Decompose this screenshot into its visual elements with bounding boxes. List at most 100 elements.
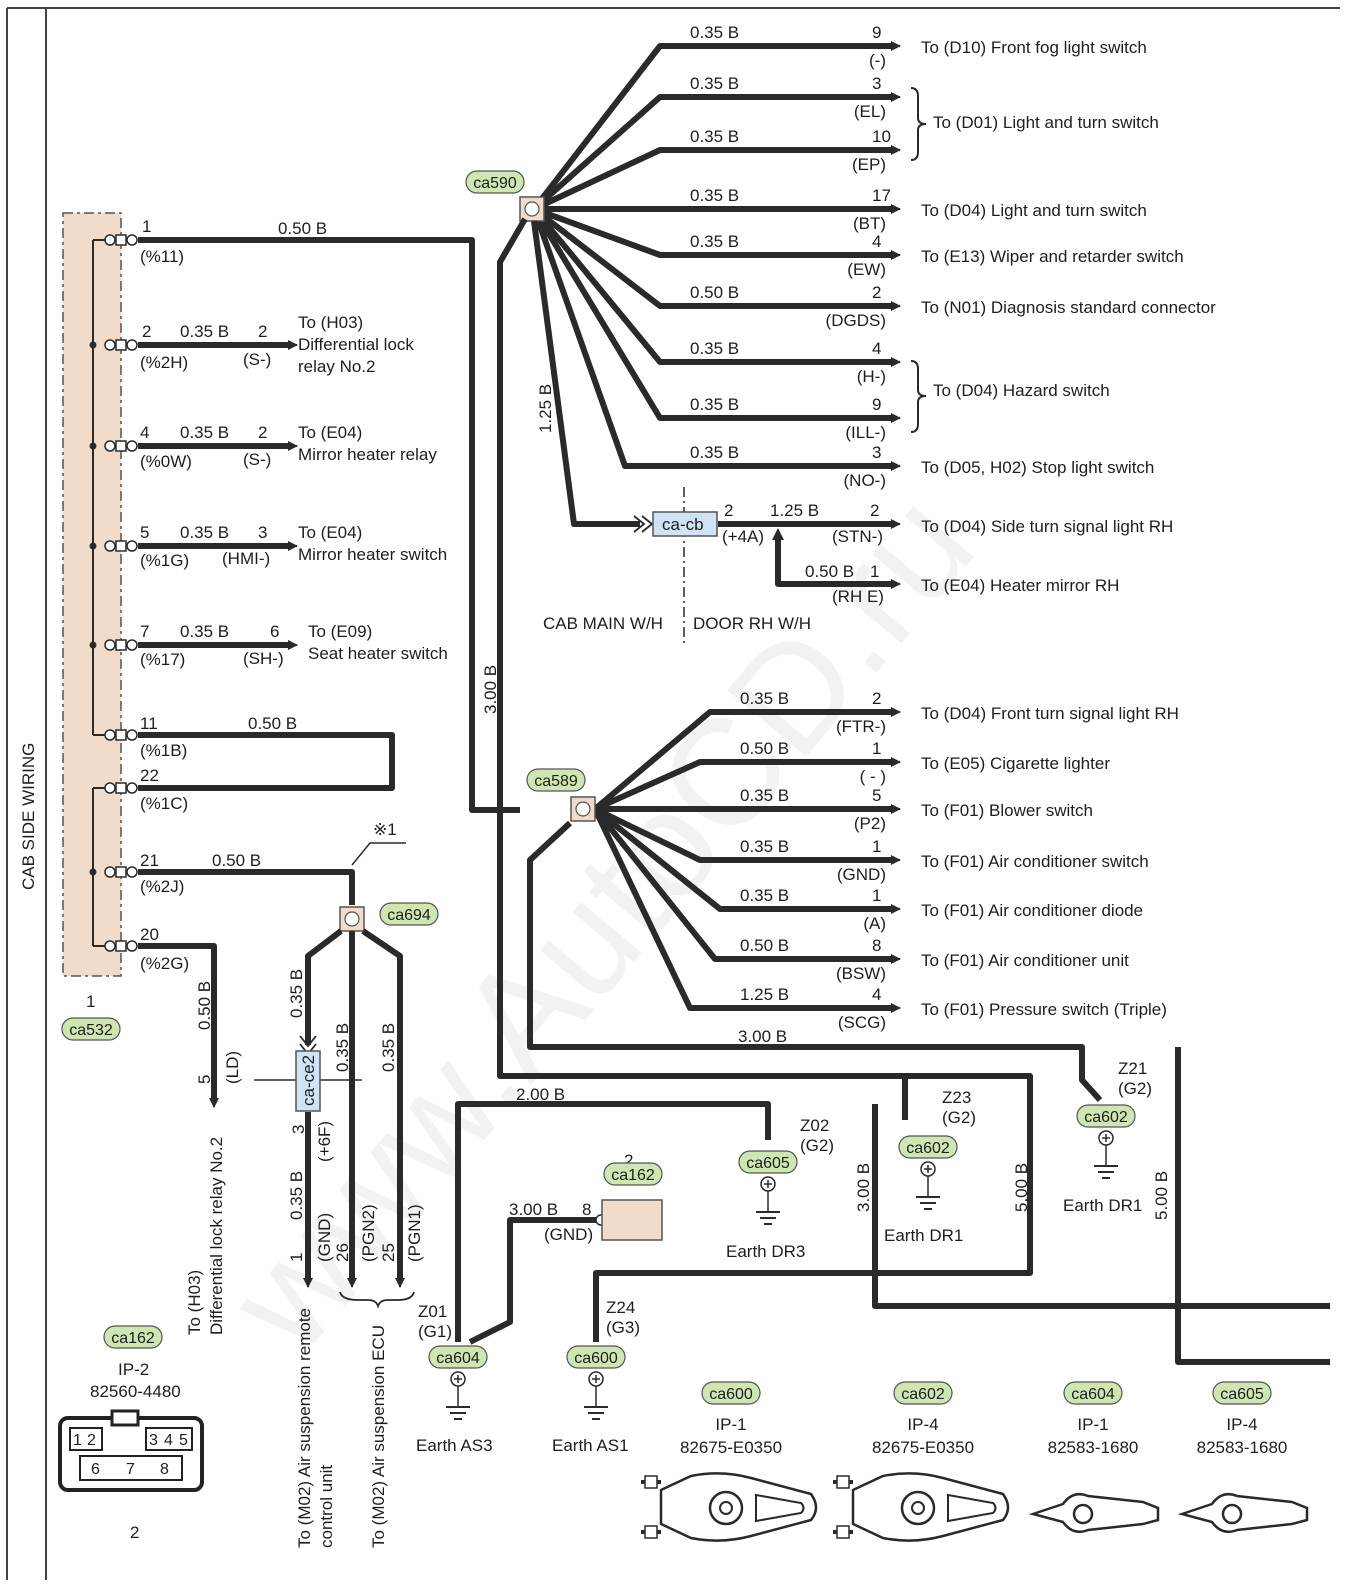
- svg-text:CAB MAIN W/H: CAB MAIN W/H: [543, 614, 663, 633]
- ca532-pin-11-22-loop: 11 (%1B) 0.50 B 22 (%1C): [138, 714, 395, 813]
- svg-text:(PGN1): (PGN1): [405, 1204, 424, 1262]
- ca532-pin-terminals: [89, 234, 138, 952]
- svg-text:ca600: ca600: [574, 1350, 618, 1367]
- svg-text:ca162: ca162: [611, 1167, 655, 1184]
- ca532-pin-20: 20 (%2G) 0.50 B 5 (LD) To (H03) Differen…: [138, 925, 242, 1335]
- svg-text:control unit: control unit: [317, 1465, 336, 1548]
- pin-label: 8: [872, 936, 881, 955]
- wire-label: 0.50 B: [740, 739, 789, 758]
- svg-text:4: 4: [140, 423, 149, 442]
- svg-text:(SH-): (SH-): [243, 649, 284, 668]
- svg-text:(%17): (%17): [140, 650, 185, 669]
- wire-label: 0.50 B: [690, 283, 739, 302]
- svg-text:ca604: ca604: [436, 1350, 480, 1367]
- wire-label: 0.35 B: [740, 837, 789, 856]
- ca532-pin-7: 7 (%17) 0.35 B 6 (SH-) To (E09) Seat hea…: [138, 622, 448, 669]
- svg-text:To (M02) Air suspension ECU: To (M02) Air suspension ECU: [369, 1325, 388, 1548]
- dest-label: To (E13) Wiper and retarder switch: [921, 247, 1184, 266]
- svg-text:Z23: Z23: [942, 1088, 971, 1107]
- svg-text:Mirror heater relay: Mirror heater relay: [298, 445, 437, 464]
- svg-text:82675-E0350: 82675-E0350: [680, 1438, 782, 1457]
- svg-text:Earth DR3: Earth DR3: [726, 1242, 805, 1261]
- svg-text:ca600: ca600: [709, 1386, 753, 1403]
- svg-text:5: 5: [195, 1075, 214, 1084]
- svg-text:82583-1680: 82583-1680: [1048, 1438, 1139, 1457]
- svg-text:Z24: Z24: [606, 1298, 635, 1317]
- pin-label: 1: [872, 886, 881, 905]
- dest-label: To (F01) Air conditioner unit: [921, 951, 1129, 970]
- tag-ca590-label: ca590: [473, 175, 517, 192]
- svg-text:※1: ※1: [373, 820, 397, 839]
- svg-text:To (E04): To (E04): [298, 423, 362, 442]
- svg-text:Earth DR1: Earth DR1: [884, 1226, 963, 1245]
- pin-label: 3: [872, 443, 881, 462]
- svg-text:0.35 B: 0.35 B: [180, 622, 229, 641]
- brace-d01: To (D01) Light and turn switch: [910, 87, 1159, 161]
- dest-label: To (D10) Front fog light switch: [921, 38, 1147, 57]
- svg-text:IP-1: IP-1: [715, 1415, 746, 1434]
- svg-text:25: 25: [379, 1243, 398, 1262]
- tag-ca589-label: ca589: [534, 773, 578, 790]
- code-label: (BSW): [836, 964, 886, 983]
- ground-wires: 2.00 B 3.00 B 8 (GND) 2 ca162 5.00 B 3.0…: [455, 1047, 1330, 1365]
- code-label: (A): [863, 914, 886, 933]
- side-label: CAB SIDE WIRING: [19, 743, 38, 890]
- svg-text:11: 11: [140, 714, 158, 733]
- svg-text:(G1): (G1): [418, 1322, 452, 1341]
- dest-label: To (F01) Blower switch: [921, 801, 1093, 820]
- svg-text:Differential lock relay No.2: Differential lock relay No.2: [207, 1137, 226, 1335]
- svg-text:3.00 B: 3.00 B: [509, 1200, 558, 1219]
- tag-ca532: [61, 1017, 121, 1041]
- wire-label: 0.35 B: [740, 786, 789, 805]
- code-label: (H-): [857, 367, 886, 386]
- svg-text:3.00 B: 3.00 B: [481, 665, 500, 714]
- svg-text:IP-4: IP-4: [907, 1415, 938, 1434]
- svg-text:0.50 B: 0.50 B: [212, 851, 261, 870]
- ca532-number: 1: [86, 992, 95, 1011]
- code-label: (FTR-): [836, 717, 886, 736]
- svg-text:1: 1: [287, 1253, 306, 1262]
- svg-text:To (H03): To (H03): [185, 1270, 204, 1335]
- svg-text:To (E04) Heater mirror RH: To (E04) Heater mirror RH: [921, 576, 1119, 595]
- dest-label: To (F01) Pressure switch (Triple): [921, 1000, 1167, 1019]
- svg-text:1: 1: [870, 562, 879, 581]
- dest-label: To (D05, H02) Stop light switch: [921, 458, 1154, 477]
- wire-label: 0.35 B: [690, 339, 739, 358]
- svg-text:(%2G): (%2G): [140, 954, 189, 973]
- wire-label: 1.25 B: [740, 985, 789, 1004]
- svg-text:Differential lock: Differential lock: [298, 335, 414, 354]
- svg-text:To (E09): To (E09): [308, 622, 372, 641]
- ca532-terminal: [104, 782, 138, 794]
- svg-text:ca602: ca602: [1084, 1109, 1128, 1126]
- svg-text:4: 4: [164, 1432, 173, 1449]
- ca590-junction-dot: [524, 201, 540, 217]
- svg-text:(%1B): (%1B): [140, 741, 187, 760]
- trunk-wire: 3.00 B: [481, 217, 908, 1120]
- svg-text:7: 7: [126, 1461, 135, 1478]
- svg-text:DOOR RH W/H: DOOR RH W/H: [693, 614, 811, 633]
- svg-text:6: 6: [270, 622, 279, 641]
- svg-text:(S-): (S-): [243, 350, 271, 369]
- ca532-terminal: [89, 639, 138, 651]
- svg-text:3.00 B: 3.00 B: [738, 1027, 787, 1046]
- svg-text:2.00 B: 2.00 B: [516, 1085, 565, 1104]
- pin-label: 9: [872, 395, 881, 414]
- svg-text:(G2): (G2): [942, 1108, 976, 1127]
- ca694-section: ※1 ca694 0.35 B ca-ce2 3 (+6F) 0.35 B 1 …: [254, 820, 439, 1548]
- svg-text:To (D04) Side turn signal ligh: To (D04) Side turn signal light RH: [921, 517, 1173, 536]
- svg-text:0.50 B: 0.50 B: [278, 219, 327, 238]
- ca532-terminal: [104, 940, 138, 952]
- svg-text:(+6F): (+6F): [315, 1121, 334, 1162]
- pin-label: 9: [872, 23, 881, 42]
- tag-ca589: [526, 768, 586, 792]
- svg-text:(GND): (GND): [544, 1225, 593, 1244]
